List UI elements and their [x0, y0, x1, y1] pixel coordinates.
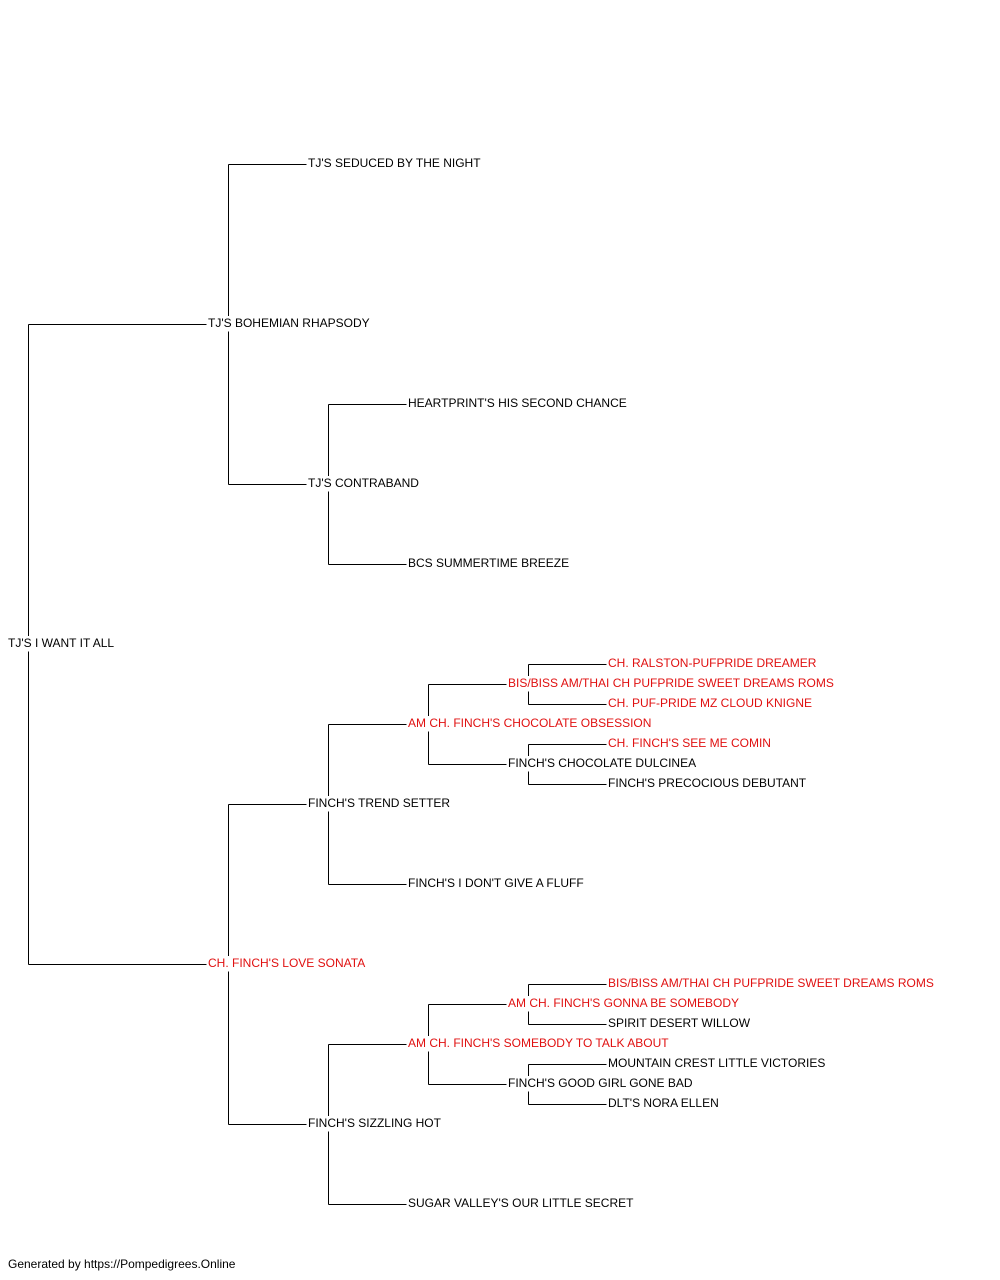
- ancestor-name-d-d-s-s: AM CH. FINCH'S GONNA BE SOMEBODY: [508, 996, 741, 1010]
- ancestor-name-d-d-s-d: FINCH'S GOOD GIRL GONE BAD: [508, 1076, 695, 1090]
- subject-dog-name: TJ'S I WANT IT ALL: [8, 636, 117, 650]
- ancestor-name-s: TJ'S BOHEMIAN RHAPSODY: [208, 316, 372, 330]
- ancestor-name-d-s-d: FINCH'S I DON'T GIVE A FLUFF: [408, 876, 586, 890]
- ancestor-name-d-s-s-s-s: CH. RALSTON-PUFPRIDE DREAMER: [608, 656, 819, 670]
- ancestor-name-s-d: TJ'S CONTRABAND: [308, 476, 421, 490]
- ancestor-name-d-d-d: SUGAR VALLEY'S OUR LITTLE SECRET: [408, 1196, 636, 1210]
- ancestor-name-s-s: TJ'S SEDUCED BY THE NIGHT: [308, 156, 483, 170]
- ancestor-name-d-d-s-d-d: DLT'S NORA ELLEN: [608, 1096, 721, 1110]
- ancestor-name-d-d-s-d-s: MOUNTAIN CREST LITTLE VICTORIES: [608, 1056, 828, 1070]
- ancestor-name-d-s-s-d: FINCH'S CHOCOLATE DULCINEA: [508, 756, 699, 770]
- ancestor-name-d-d-s-s-d: SPIRIT DESERT WILLOW: [608, 1016, 753, 1030]
- ancestor-name-d-s-s-d-s: CH. FINCH'S SEE ME COMIN: [608, 736, 773, 750]
- ancestor-name-d-d-s: AM CH. FINCH'S SOMEBODY TO TALK ABOUT: [408, 1036, 671, 1050]
- ancestor-name-d-s-s-d-d: FINCH'S PRECOCIOUS DEBUTANT: [608, 776, 809, 790]
- footer-credit: Generated by https://Pompedigrees.Online: [8, 1257, 236, 1271]
- ancestor-name-s-d-d: BCS SUMMERTIME BREEZE: [408, 556, 572, 570]
- ancestor-name-s-d-s: HEARTPRINT'S HIS SECOND CHANCE: [408, 396, 629, 410]
- ancestor-name-d-s-s-s-d: CH. PUF-PRIDE MZ CLOUD KNIGNE: [608, 696, 815, 710]
- ancestor-name-d-d: FINCH'S SIZZLING HOT: [308, 1116, 443, 1130]
- ancestor-name-d-s-s-s: BIS/BISS AM/THAI CH PUFPRIDE SWEET DREAM…: [508, 676, 836, 690]
- ancestor-name-d-s-s: AM CH. FINCH'S CHOCOLATE OBSESSION: [408, 716, 654, 730]
- ancestor-name-d-s: FINCH'S TREND SETTER: [308, 796, 453, 810]
- ancestor-name-d-d-s-s-s: BIS/BISS AM/THAI CH PUFPRIDE SWEET DREAM…: [608, 976, 936, 990]
- ancestor-name-d: CH. FINCH'S LOVE SONATA: [208, 956, 368, 970]
